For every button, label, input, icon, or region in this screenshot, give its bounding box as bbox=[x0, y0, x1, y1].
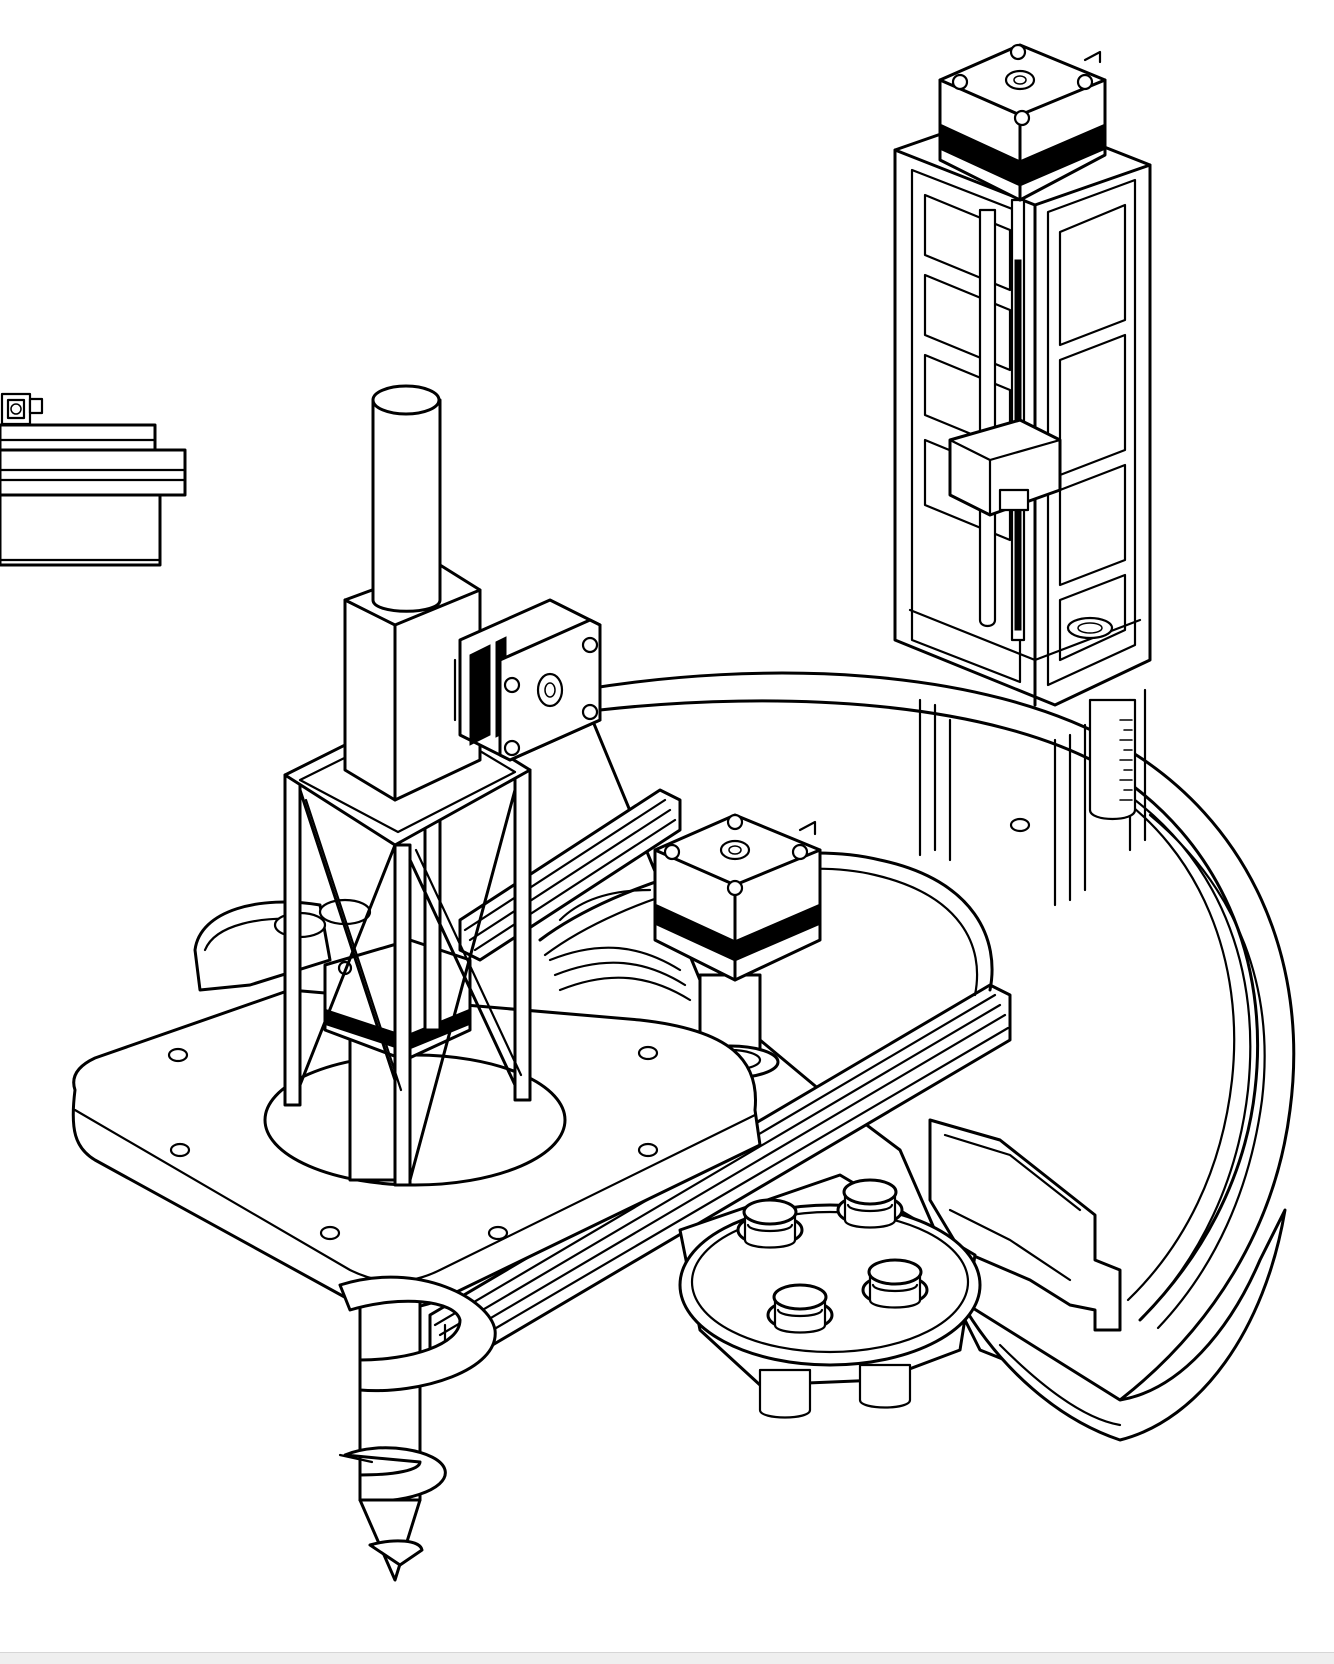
vial bbox=[836, 1178, 904, 1229]
vial bbox=[861, 1258, 929, 1309]
carousel-track bbox=[538, 851, 994, 1002]
vial bbox=[766, 1283, 834, 1334]
center-stepper-motor bbox=[653, 813, 822, 1080]
footer-band bbox=[0, 1652, 1334, 1664]
vial bbox=[736, 1198, 804, 1249]
vertical-lift-tower bbox=[893, 108, 1152, 907]
sample-vial-cluster bbox=[678, 1173, 982, 1419]
aluminum-extrusion-partial bbox=[0, 392, 187, 567]
auger-stepper-motor bbox=[458, 598, 602, 762]
drill-auger-bit bbox=[338, 1275, 497, 1582]
tower-stepper-motor bbox=[938, 43, 1107, 202]
